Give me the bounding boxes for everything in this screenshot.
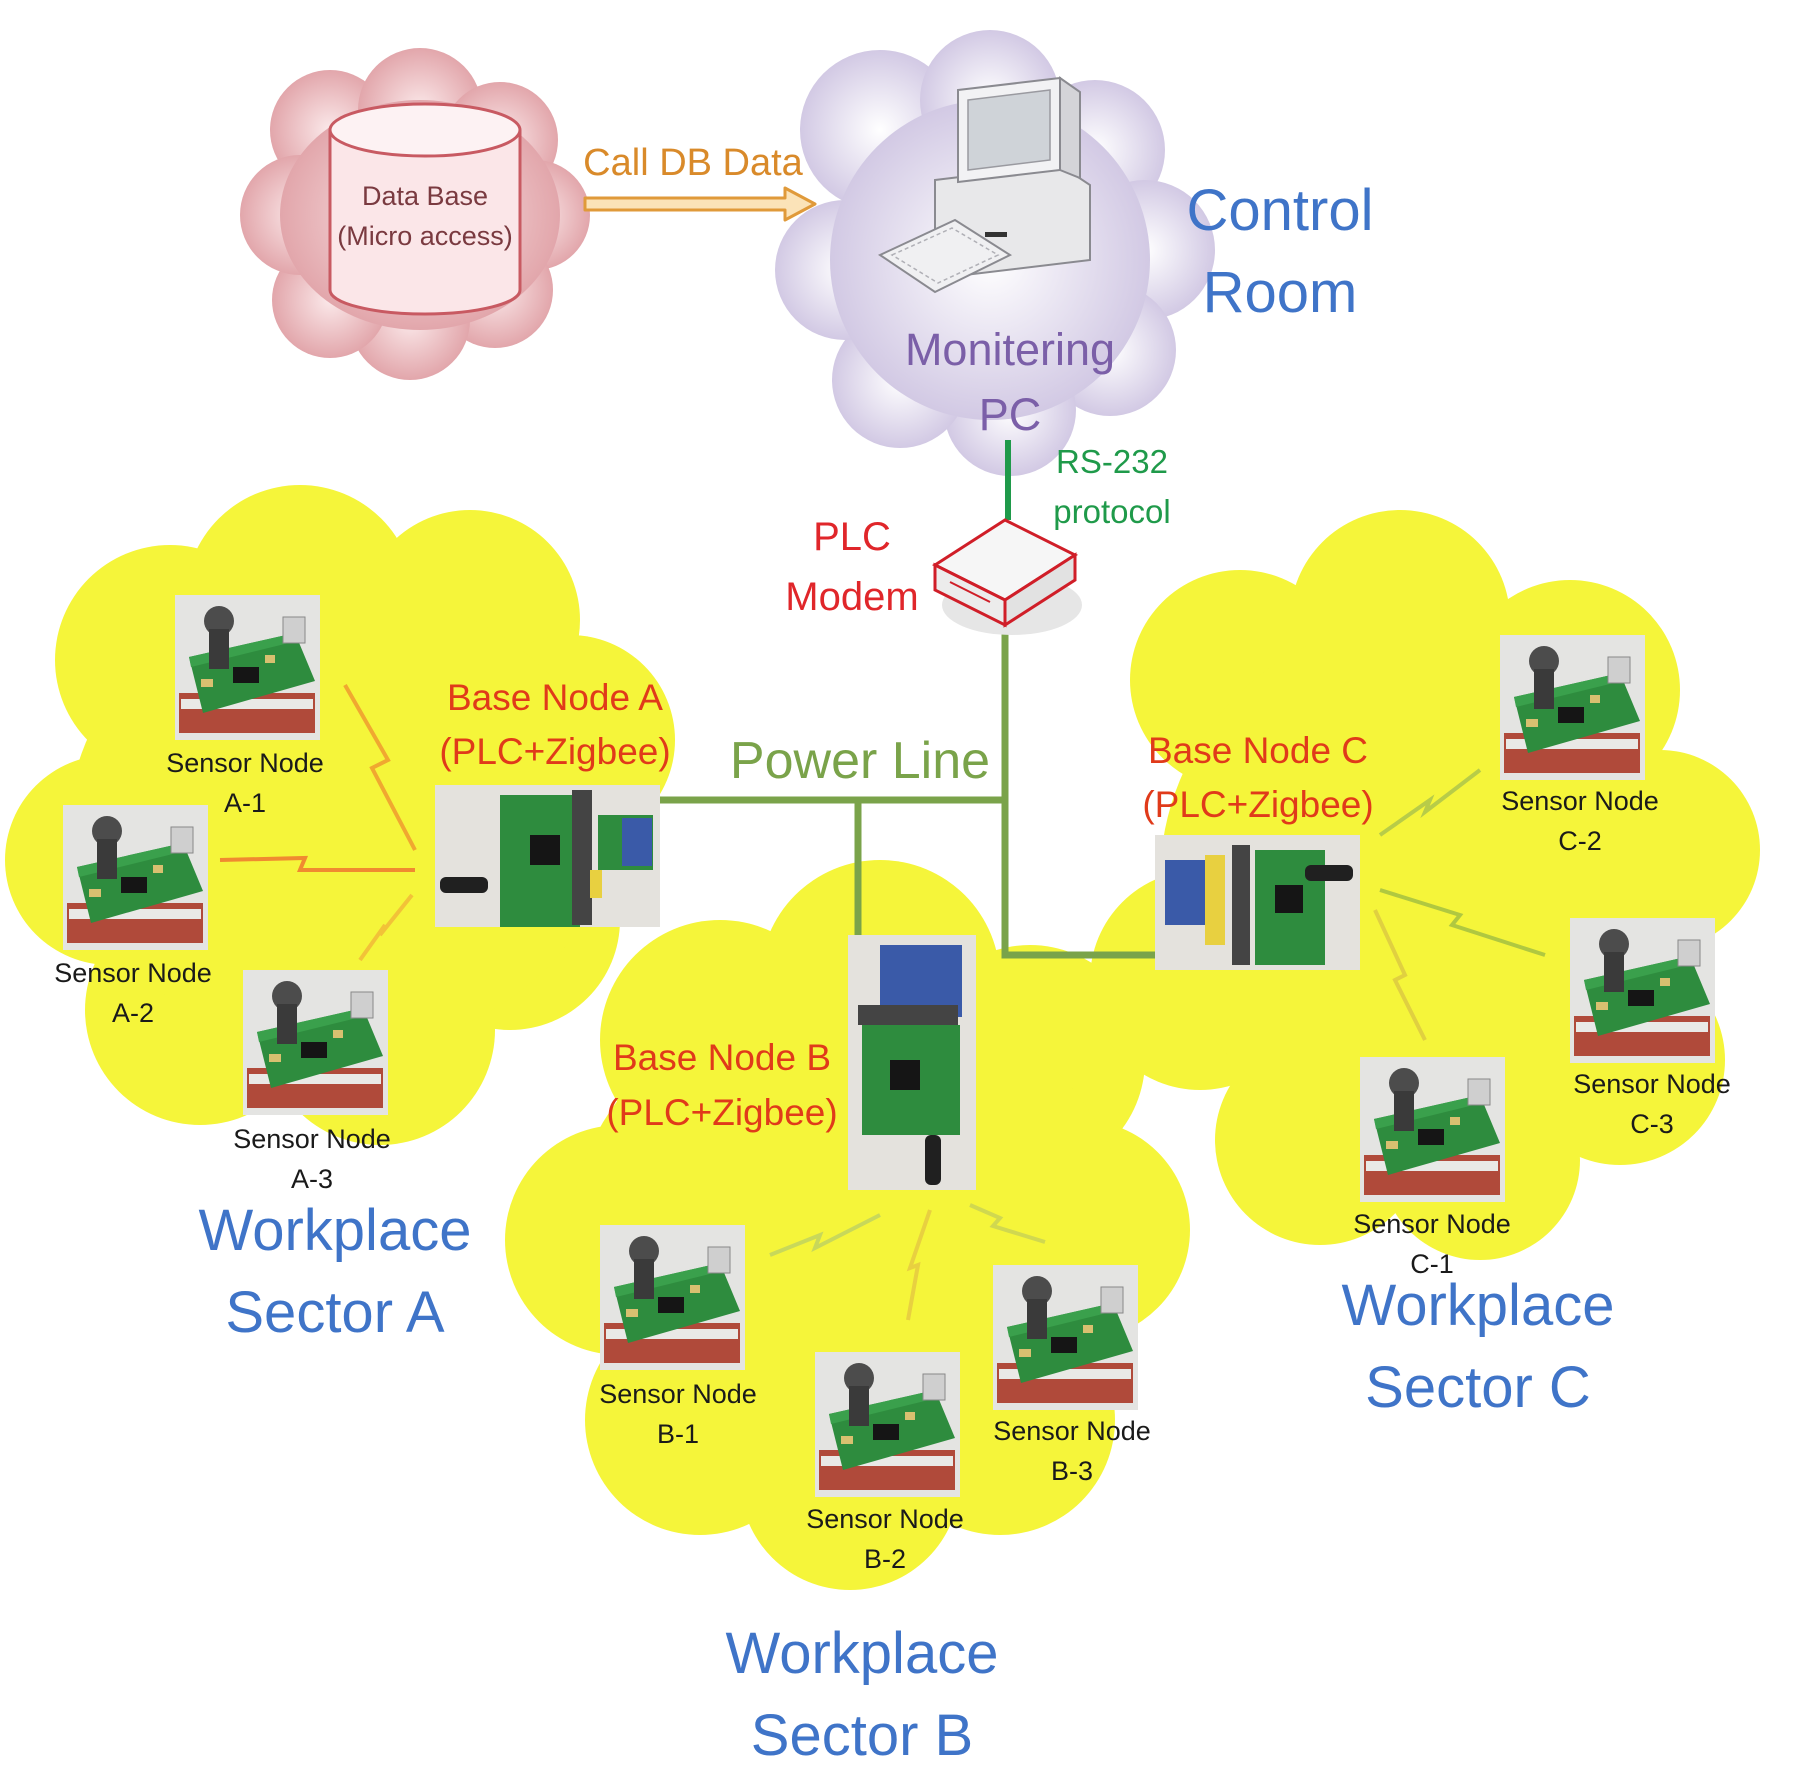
base-node-b-image	[848, 935, 976, 1190]
database-cylinder-icon	[328, 102, 522, 316]
sensor-node-c1-label: Sensor Node	[1353, 1209, 1511, 1239]
monitoring-pc-label: Monitering	[905, 324, 1115, 375]
plc-modem-sublabel: Modem	[785, 575, 918, 619]
sensor-node-b1-label: Sensor Node	[599, 1379, 757, 1409]
call-db-data-arrow	[583, 186, 817, 222]
base-node-a-image	[435, 785, 660, 927]
sensor-node-a2-id: A-2	[112, 998, 154, 1028]
sector-c-sublabel: Sector C	[1365, 1355, 1591, 1420]
sensor-node-b2-image	[814, 1351, 961, 1498]
sensor-node-c3-id: C-3	[1630, 1109, 1674, 1139]
sensor-node-a1-label: Sensor Node	[166, 748, 324, 778]
sensor-node-a2-image	[62, 804, 209, 951]
sensor-node-b2-label: Sensor Node	[806, 1504, 964, 1534]
sector-b-label: Workplace	[726, 1621, 999, 1686]
sensor-node-b1-id: B-1	[657, 1419, 699, 1449]
base-node-c-image	[1155, 835, 1360, 970]
sensor-node-b1-image	[599, 1224, 746, 1371]
base-node-b-label: Base Node B	[613, 1037, 831, 1078]
sensor-node-b3-image	[992, 1264, 1139, 1411]
sensor-node-c2-id: C-2	[1558, 826, 1602, 856]
rs232-sublabel: protocol	[1053, 493, 1170, 530]
base-node-a-sublabel: (PLC+Zigbee)	[439, 731, 670, 772]
database-label: Data Base	[362, 181, 488, 211]
sector-a-label: Workplace	[199, 1198, 472, 1263]
base-node-b-sublabel: (PLC+Zigbee)	[606, 1092, 837, 1133]
monitoring-pc-sublabel: PC	[979, 389, 1042, 440]
sensor-node-a1-image	[174, 594, 321, 741]
sensor-node-b2-id: B-2	[864, 1544, 906, 1574]
sensor-node-a3-image	[242, 969, 389, 1116]
sensor-node-b3-id: B-3	[1051, 1456, 1093, 1486]
database-sublabel: (Micro access)	[337, 221, 513, 251]
sensor-node-b3-label: Sensor Node	[993, 1416, 1151, 1446]
power-line	[620, 630, 1175, 959]
sensor-node-a3-id: A-3	[291, 1164, 333, 1194]
control-room-label: Control	[1187, 178, 1374, 243]
sensor-node-c3-image	[1569, 917, 1716, 1064]
plc-modem-icon	[931, 518, 1082, 635]
sensor-node-c3-label: Sensor Node	[1573, 1069, 1731, 1099]
sensor-node-a3-label: Sensor Node	[233, 1124, 391, 1154]
control-room-sublabel: Room	[1203, 260, 1358, 325]
sensor-node-c1-id: C-1	[1410, 1249, 1454, 1279]
sensor-node-a2-label: Sensor Node	[54, 958, 212, 988]
power-line-label: Power Line	[730, 732, 990, 790]
sensor-node-c2-label: Sensor Node	[1501, 786, 1659, 816]
base-node-c-label: Base Node C	[1148, 730, 1368, 771]
rs232-label: RS-232	[1056, 443, 1168, 480]
sensor-node-c1-image	[1359, 1056, 1506, 1203]
computer-icon	[877, 76, 1091, 294]
zigbee-signal-icons	[219, 684, 1546, 1321]
sensor-node-a1-id: A-1	[224, 788, 266, 818]
sensor-node-c2-image	[1499, 634, 1646, 781]
call-db-data-label: Call DB Data	[583, 142, 803, 184]
sector-a-sublabel: Sector A	[225, 1280, 445, 1345]
sector-b-sublabel: Sector B	[751, 1703, 973, 1768]
sector-c-label: Workplace	[1342, 1273, 1615, 1338]
base-node-a-label: Base Node A	[447, 677, 663, 718]
plc-modem-label: PLC	[813, 515, 891, 559]
base-node-c-sublabel: (PLC+Zigbee)	[1142, 784, 1373, 825]
